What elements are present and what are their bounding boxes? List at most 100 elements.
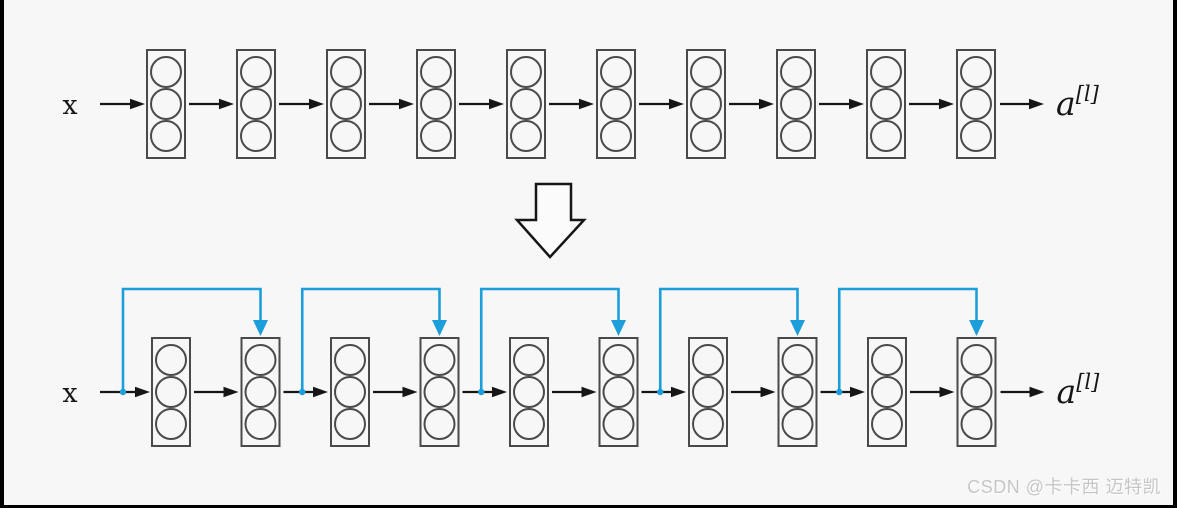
plain-network-row: x a[l] [62,49,1100,159]
unit-circle [334,376,366,408]
layer-rect [598,337,639,447]
layer-node [236,49,276,159]
unit-circle [870,120,902,152]
layer-node [151,337,191,447]
watermark: CSDN @卡卡西 迈特凯 [967,473,1161,499]
frame-left-edge [0,0,4,508]
layer-rect [776,49,816,159]
layer-node [598,337,639,447]
output-label: a[l] [1056,82,1100,123]
flow-arrowhead [135,386,150,398]
layer-rect [509,337,549,447]
unit-circle [871,376,903,408]
unit-circle [150,120,182,152]
input-label: x [62,378,77,409]
layer-node [416,49,456,159]
layer-rect [596,49,636,159]
frame-right-edge [1173,0,1177,508]
unit-circle [871,344,903,376]
flow-arrowhead [130,98,145,110]
unit-circle [510,56,542,88]
flow-arrowhead [219,98,234,110]
flow-arrowhead [759,98,774,110]
flow-arrowhead [939,386,955,398]
unit-circle [510,120,542,152]
unit-circle [244,408,277,440]
flow-arrowhead [671,386,686,398]
flow-arrowhead [402,386,418,398]
layer-rect [419,337,460,447]
unit-circle [871,408,903,440]
skip-arrowhead [790,320,805,336]
flow-arrowhead [850,386,865,398]
skip-arrowhead [253,320,268,336]
unit-circle [513,376,545,408]
flow-arrowhead [939,98,954,110]
skip-tap-dot [478,388,485,396]
flow-arrowhead [399,98,414,110]
flow-arrowhead [1029,98,1044,110]
layer-rect [416,49,456,159]
unit-circle [423,376,456,408]
skip-arrowhead [611,320,626,336]
skip-connection [300,287,441,392]
unit-circle [423,344,456,376]
skip-arrowhead [432,320,447,336]
unit-circle [960,56,992,88]
layer-rect [506,49,546,159]
flow-arrowhead [849,98,864,110]
unit-circle [960,344,993,376]
unit-circle [781,344,814,376]
unit-circle [240,120,272,152]
input-label: x [62,90,77,121]
watermark-text: CSDN @卡卡西 迈特凯 [967,477,1161,497]
unit-circle [155,344,187,376]
unit-circle [960,120,992,152]
layer-node [506,49,546,159]
flow-arrowhead [309,98,324,110]
unit-circle [692,408,724,440]
unit-circle [240,88,272,120]
unit-circle [602,408,635,440]
unit-circle [870,56,902,88]
layer-node [419,337,460,447]
layer-node [688,337,728,447]
unit-circle [513,408,545,440]
unit-circle [690,120,722,152]
transform-down-arrow [514,182,587,259]
layer-rect [240,337,281,447]
unit-circle [244,376,277,408]
unit-circle [330,88,362,120]
skip-arrowhead [969,320,984,336]
layer-rect [330,337,370,447]
layer-node [866,49,906,159]
unit-circle [870,88,902,120]
skip-connection [479,287,620,392]
unit-circle [513,344,545,376]
unit-circle [244,344,277,376]
unit-circle [420,56,452,88]
flow-arrowhead [579,98,594,110]
unit-circle [150,88,182,120]
layer-rect [686,49,726,159]
unit-circle [510,88,542,120]
unit-circle [960,88,992,120]
flow-arrowhead [223,386,239,398]
skip-connection [658,287,799,392]
frame-bottom-edge [0,505,1177,508]
skip-tap-dot [836,388,843,396]
layer-node [330,337,370,447]
unit-circle [692,344,724,376]
unit-circle [780,88,812,120]
unit-circle [780,120,812,152]
layer-node [326,49,366,159]
flow-arrowhead [489,98,504,110]
unit-circle [690,88,722,120]
layer-rect [956,337,997,447]
layer-node [867,337,907,447]
layer-node [240,337,281,447]
layer-rect [956,49,996,159]
unit-circle [960,376,993,408]
layer-node [686,49,726,159]
